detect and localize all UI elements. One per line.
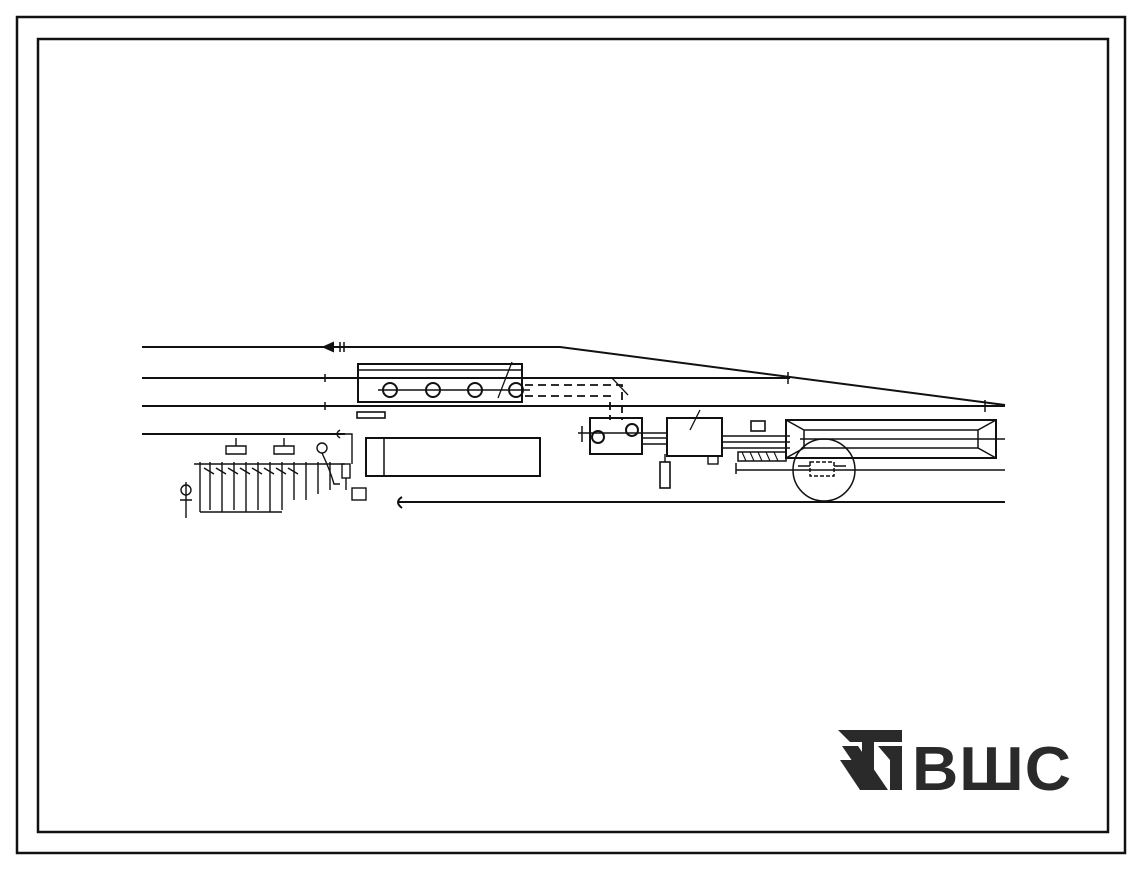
control-box-wire <box>642 437 667 445</box>
vnis-logo: ВШС <box>838 730 1072 804</box>
press-axis <box>578 426 668 442</box>
dashed-link <box>525 384 623 420</box>
control-box <box>666 417 723 457</box>
outer-frame <box>15 15 1127 855</box>
roller-conveyor <box>357 363 523 403</box>
bottom-line-hook <box>397 496 403 509</box>
tick-mark <box>339 342 345 352</box>
side-line <box>735 463 1005 474</box>
small-block <box>707 455 719 465</box>
small-plate <box>356 411 386 419</box>
press-wheel-2 <box>625 423 639 437</box>
detail-item <box>809 461 835 477</box>
small-device <box>750 420 766 432</box>
vertical-post <box>659 461 671 489</box>
tick-mark-2 <box>324 372 986 412</box>
logo-emblem-icon <box>838 730 902 790</box>
trough-inner <box>785 419 997 459</box>
leader-line-3 <box>689 409 701 431</box>
equipment-row-left <box>180 429 367 518</box>
leader-line-2 <box>611 377 629 396</box>
upper-line <box>142 346 1006 406</box>
storage-tank <box>365 437 541 477</box>
leader-line <box>497 361 513 399</box>
inner-frame <box>36 37 1110 834</box>
press-unit <box>589 417 643 455</box>
press-wheel <box>591 430 605 444</box>
process-schematic <box>142 341 1006 518</box>
hatch <box>741 451 779 462</box>
detail-circle <box>792 438 856 502</box>
logo-text: ВШС <box>912 735 1072 804</box>
arrow-mark <box>321 341 334 353</box>
feed-pipe <box>722 435 790 449</box>
